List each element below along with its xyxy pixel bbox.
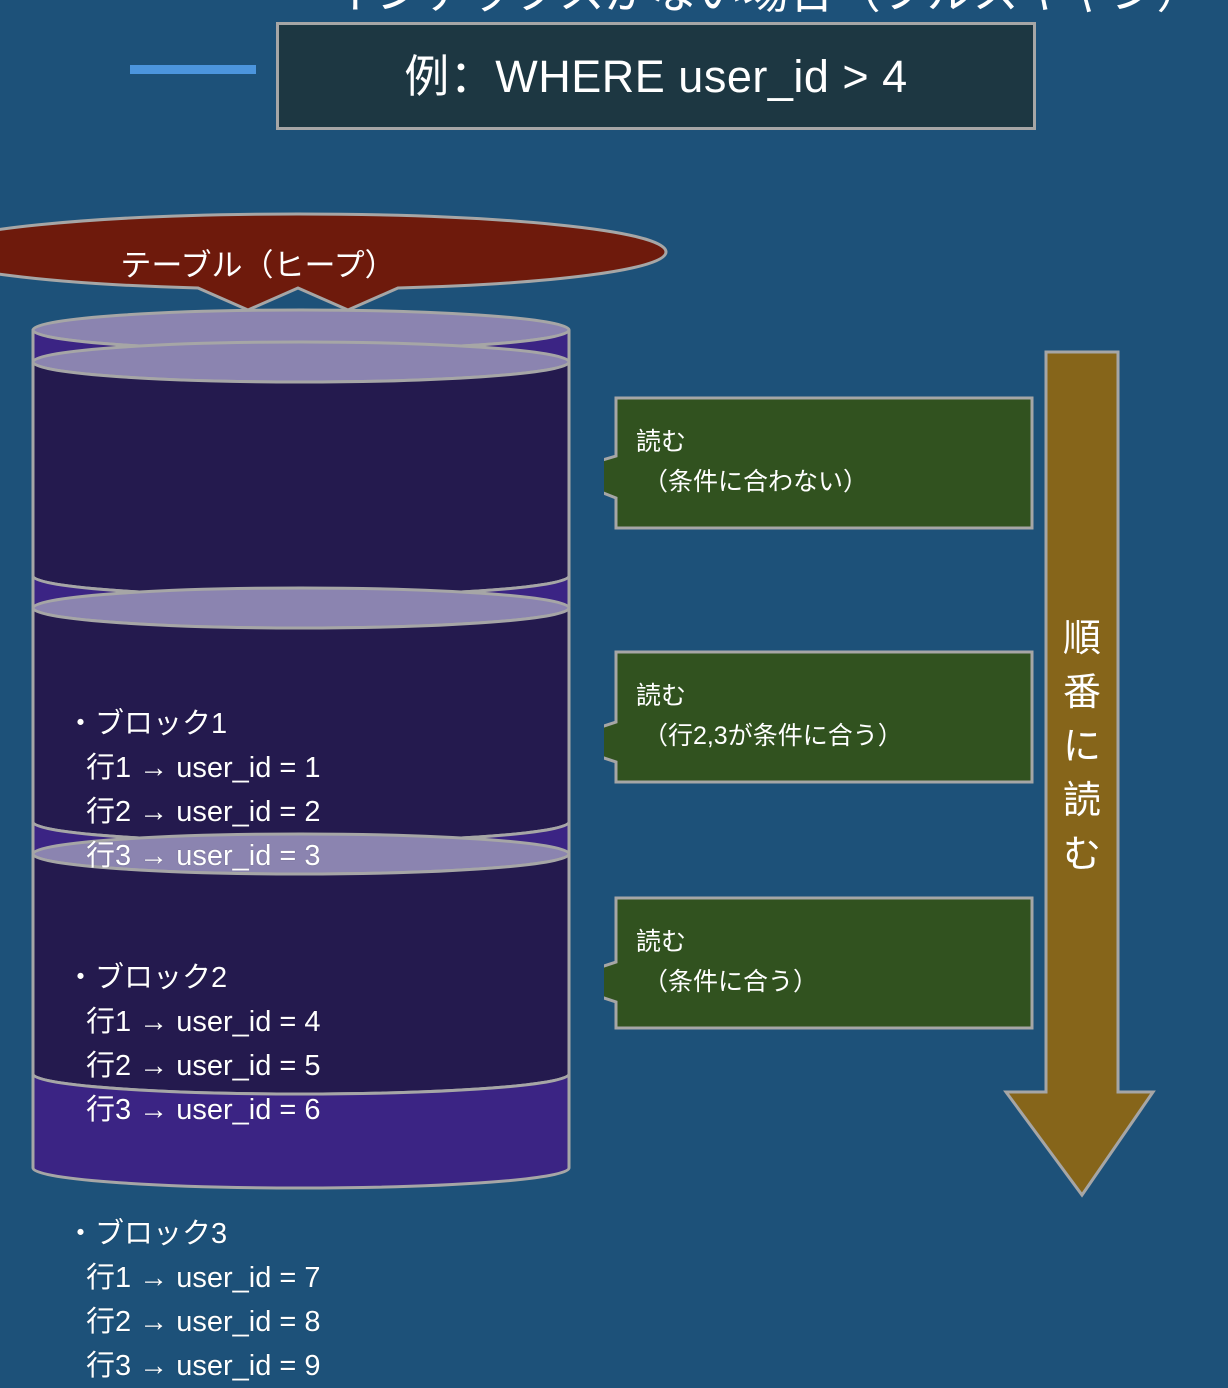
heap-callout-shape: テーブル（ヒープ） bbox=[0, 212, 668, 312]
sequential-read-arrow-char-4: 読 bbox=[1062, 780, 1101, 822]
sequential-read-arrow-label: 順番に読む bbox=[1056, 612, 1108, 882]
read-callout-1-line-1: 読む bbox=[636, 428, 687, 456]
read-callout-1-line-2: （条件に合わない） bbox=[636, 468, 868, 496]
sequential-read-arrow-char-1: 順 bbox=[1062, 618, 1101, 660]
block-1-title: ・ブロック1 bbox=[66, 708, 228, 740]
read-callout-block-1: 読む （条件に合わない） bbox=[604, 396, 1034, 530]
read-callout-block-2: 読む （行2,3が条件に合う） bbox=[604, 650, 1034, 784]
block-1-text: ・ブロック1 行1 → user_id = 1 行2 → user_id = 2 行3… bbox=[66, 702, 321, 878]
read-callout-3-line-2: （条件に合う） bbox=[636, 968, 818, 996]
block-2-title: ・ブロック2 bbox=[66, 962, 228, 994]
title-bullet-dash-icon bbox=[130, 65, 256, 74]
title-box: 例：WHERE user_id > 4 bbox=[276, 22, 1036, 130]
block-2-text: ・ブロック2 行1 → user_id = 4 行2 → user_id = 5 行3… bbox=[66, 956, 321, 1132]
sequential-read-arrow bbox=[1000, 350, 1160, 1198]
sequential-read-arrow-char-5: む bbox=[1062, 834, 1101, 876]
read-callout-block-2-text: 読む （行2,3が条件に合う） bbox=[636, 676, 903, 756]
read-callout-block-3: 読む （条件に合う） bbox=[604, 896, 1034, 1030]
read-callout-2-line-2: （行2,3が条件に合う） bbox=[636, 722, 903, 750]
block-3-title: ・ブロック3 bbox=[66, 1218, 228, 1250]
title-row: 例：WHERE user_id > 4 bbox=[0, 0, 1228, 140]
clipped-heading-fragment: インデックスがない場合（フルスキャン） bbox=[330, 0, 1210, 22]
block-2-row-1: 行1 → user_id = 4 bbox=[86, 1006, 321, 1038]
block-3-row-2: 行2 → user_id = 8 bbox=[86, 1306, 321, 1338]
table-heap-cylinder: ・ブロック1 行1 → user_id = 1 行2 → user_id = 2 行3… bbox=[26, 306, 576, 1382]
block-1-row-3: 行3 → user_id = 3 bbox=[86, 840, 321, 872]
block-3-row-1: 行1 → user_id = 7 bbox=[86, 1262, 321, 1294]
block-3-row-3: 行3 → user_id = 9 bbox=[86, 1350, 321, 1382]
read-callout-block-3-text: 読む （条件に合う） bbox=[636, 922, 818, 1002]
read-callout-2-line-1: 読む bbox=[636, 682, 687, 710]
read-callout-block-1-text: 読む （条件に合わない） bbox=[636, 422, 868, 502]
heap-callout-label: テーブル（ヒープ） bbox=[120, 248, 396, 283]
block-2-row-2: 行2 → user_id = 5 bbox=[86, 1050, 321, 1082]
sequential-read-arrow-char-2: 番 bbox=[1062, 672, 1101, 714]
block-1-row-2: 行2 → user_id = 2 bbox=[86, 796, 321, 828]
read-callout-3-line-1: 読む bbox=[636, 928, 687, 956]
sequential-read-arrow-char-3: に bbox=[1062, 726, 1101, 768]
block-3-text: ・ブロック3 行1 → user_id = 7 行2 → user_id = 8 行3… bbox=[66, 1212, 321, 1388]
page-title: 例：WHERE user_id > 4 bbox=[404, 50, 908, 102]
block-2-row-3: 行3 → user_id = 6 bbox=[86, 1094, 321, 1126]
block-1-row-1: 行1 → user_id = 1 bbox=[86, 752, 321, 784]
